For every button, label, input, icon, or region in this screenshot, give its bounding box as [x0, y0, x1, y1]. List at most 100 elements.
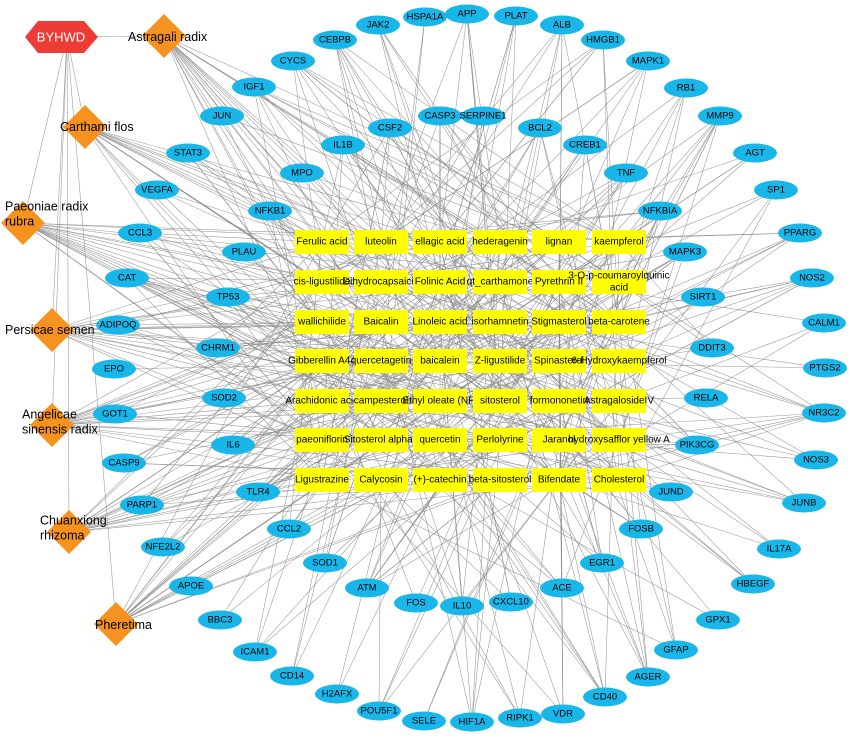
- target-node-ddit3[interactable]: DDIT3: [690, 338, 734, 358]
- compound-node-ligustrazine[interactable]: Ligustrazine: [295, 468, 349, 492]
- target-node-creb1[interactable]: CREB1: [563, 135, 607, 155]
- compound-node-formononetin[interactable]: formononetin: [530, 389, 588, 413]
- target-node-cebpb[interactable]: CEBPB: [313, 30, 357, 50]
- target-node-serpine1[interactable]: SERPINE1: [460, 106, 507, 126]
- compound-node-campesterol[interactable]: campesterol: [354, 389, 408, 413]
- target-node-nfkb1[interactable]: NFKB1: [248, 201, 292, 221]
- compound-node-baicalin[interactable]: Baicalin: [354, 310, 408, 334]
- target-node-il6[interactable]: IL6: [211, 435, 255, 455]
- target-node-mmp9[interactable]: MMP9: [698, 106, 742, 126]
- target-node-cd14[interactable]: CD14: [270, 666, 314, 686]
- compound-node-sitosterol[interactable]: sitosterol: [473, 389, 527, 413]
- target-node-apoe[interactable]: APOE: [169, 576, 213, 596]
- target-node-hmgb1[interactable]: HMGB1: [581, 30, 625, 50]
- target-node-tlr4[interactable]: TLR4: [236, 482, 280, 502]
- compound-node-astragalosideiv[interactable]: AstragalosideIV: [584, 389, 654, 413]
- target-node-parp1[interactable]: PARP1: [120, 495, 164, 515]
- target-node-cycs[interactable]: CYCS: [271, 51, 315, 71]
- target-node-nfkbia[interactable]: NFKBIA: [638, 201, 682, 221]
- herb-node-carthami-flos[interactable]: Carthami flos: [60, 105, 134, 149]
- target-node-vdr[interactable]: VDR: [541, 704, 585, 724]
- target-node-stat3[interactable]: STAT3: [166, 143, 210, 163]
- target-node-il1b[interactable]: IL1B: [321, 135, 365, 155]
- compound-node-jaranol[interactable]: Jaranol: [532, 428, 586, 452]
- compound-node-perlolyrine[interactable]: Perlolyrine: [473, 428, 527, 452]
- target-node-sod2[interactable]: SOD2: [202, 388, 246, 408]
- target-node-sp1[interactable]: SP1: [754, 180, 798, 200]
- compound-node-spinasterol[interactable]: Spinasterol: [532, 349, 586, 373]
- target-node-sod1[interactable]: SOD1: [303, 553, 347, 573]
- target-node-fos[interactable]: FOS: [394, 593, 438, 613]
- herb-node-astragali-radix[interactable]: Astragali radix: [128, 14, 208, 58]
- target-node-pparg[interactable]: PPARG: [778, 223, 822, 243]
- target-node-junb[interactable]: JUNB: [782, 493, 826, 513]
- compound-node-wallichilide[interactable]: wallichilide: [295, 310, 349, 334]
- compound-node-catechin[interactable]: (+)-catechin: [413, 468, 467, 492]
- compound-node-hydroxysafflor-yellow-a[interactable]: hydroxysafflor yellow A: [568, 428, 670, 452]
- target-node-jund[interactable]: JUND: [649, 482, 693, 502]
- compound-node-gibberellin-a44[interactable]: Gibberellin A44: [288, 349, 356, 373]
- target-node-tnf[interactable]: TNF: [604, 163, 648, 183]
- target-node-bbc3[interactable]: BBC3: [198, 610, 242, 630]
- compound-node-kaempferol[interactable]: kaempferol: [592, 230, 646, 254]
- compound-node-linoleic-acid[interactable]: Linoleic acid: [412, 310, 468, 334]
- target-node-ager[interactable]: AGER: [626, 667, 670, 687]
- target-node-atm[interactable]: ATM: [345, 578, 389, 598]
- target-node-nfe2l2[interactable]: NFE2L2: [141, 537, 185, 557]
- target-node-rb1[interactable]: RB1: [664, 78, 708, 98]
- target-node-nos3[interactable]: NOS3: [794, 450, 838, 470]
- target-node-app[interactable]: APP: [445, 4, 489, 24]
- target-node-mpo[interactable]: MPO: [280, 163, 324, 183]
- target-node-sirt1[interactable]: SIRT1: [681, 287, 725, 307]
- target-node-cat[interactable]: CAT: [105, 268, 149, 288]
- compound-node-ellagic-acid[interactable]: ellagic acid: [413, 230, 467, 254]
- target-node-hbegf[interactable]: HBEGF: [731, 574, 775, 594]
- compound-node-calycosin[interactable]: Calycosin: [354, 468, 408, 492]
- target-node-nr3c2[interactable]: NR3C2: [802, 403, 846, 423]
- target-node-ptgs2[interactable]: PTGS2: [803, 358, 847, 378]
- target-node-hif1a[interactable]: HIF1A: [450, 712, 494, 732]
- compound-node-ethyl-oleate-nf[interactable]: Ethyl oleate (NF): [402, 389, 478, 413]
- target-node-cxcl10[interactable]: CXCL10: [489, 592, 533, 612]
- target-node-mapk1[interactable]: MAPK1: [626, 51, 670, 71]
- compound-node-pyrethrin-ii[interactable]: Pyrethrin II: [532, 270, 586, 294]
- target-node-ccl2[interactable]: CCL2: [267, 519, 311, 539]
- compound-node-6-hydroxykaempferol[interactable]: 6-Hydroxykaempferol: [571, 349, 667, 373]
- compound-node-isorhamnetin[interactable]: isorhamnetin: [471, 310, 529, 334]
- target-node-icam1[interactable]: ICAM1: [233, 642, 277, 662]
- target-node-nos2[interactable]: NOS2: [790, 268, 834, 288]
- target-node-cd40[interactable]: CD40: [583, 687, 627, 707]
- target-node-csf2[interactable]: CSF2: [368, 118, 412, 138]
- formula-node[interactable]: BYHWD: [25, 21, 98, 53]
- compound-node-quercetin[interactable]: quercetin: [413, 428, 467, 452]
- compound-node-quercetagetin[interactable]: quercetagetin: [351, 349, 412, 373]
- target-node-mapk3[interactable]: MAPK3: [663, 242, 707, 262]
- target-node-plau[interactable]: PLAU: [222, 242, 266, 262]
- target-node-jun[interactable]: JUN: [200, 106, 244, 126]
- target-node-rela[interactable]: RELA: [684, 388, 728, 408]
- target-node-tp53[interactable]: TP53: [206, 287, 250, 307]
- target-node-vegfa[interactable]: VEGFA: [135, 180, 179, 200]
- target-node-alb[interactable]: ALB: [540, 15, 584, 35]
- target-node-pik3cg[interactable]: PIK3CG: [675, 435, 719, 455]
- compound-node-hederagenin[interactable]: hederagenin: [472, 230, 528, 254]
- target-node-chrm1[interactable]: CHRM1: [196, 338, 240, 358]
- target-node-sele[interactable]: SELE: [402, 711, 446, 731]
- target-node-casp9[interactable]: CASP9: [102, 453, 146, 473]
- target-node-ripk1[interactable]: RIPK1: [498, 708, 542, 728]
- target-node-jak2[interactable]: JAK2: [356, 15, 400, 35]
- compound-node-paeoniflorin[interactable]: paeoniflorin: [295, 428, 349, 452]
- compound-node-z-ligustilide[interactable]: Z-ligustilide: [473, 349, 527, 373]
- compound-node-ferulic-acid[interactable]: Ferulic acid: [295, 230, 349, 254]
- herb-node-persicae-semen[interactable]: Persicae semen: [5, 308, 95, 352]
- target-node-egr1[interactable]: EGR1: [580, 553, 624, 573]
- compound-node-bifendate[interactable]: Bifendate: [532, 468, 586, 492]
- target-node-gpx1[interactable]: GPX1: [696, 610, 740, 630]
- target-node-casp3[interactable]: CASP3: [418, 106, 462, 126]
- compound-node-cholesterol[interactable]: Cholesterol: [592, 468, 646, 492]
- compound-node-dihydrocapsaicin[interactable]: Dihydrocapsaicin: [343, 270, 419, 294]
- compound-node-arachidonic-acid[interactable]: Arachidonic acid: [285, 389, 359, 413]
